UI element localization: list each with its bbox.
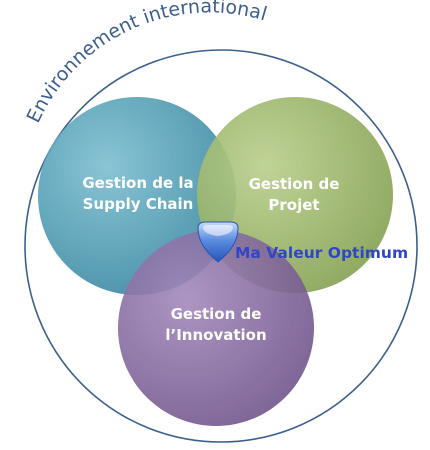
projet-label: Gestion de (249, 175, 340, 193)
supply-chain-label-line2: Supply Chain (83, 195, 194, 213)
innovation-label: Gestion de (171, 305, 262, 323)
projet-label-line2: Projet (268, 196, 319, 214)
center-value-label: Ma Valeur Optimum (235, 244, 408, 262)
innovation-circle (118, 230, 314, 426)
outer-environment-circle (24, 49, 418, 443)
center-marker-highlight (203, 225, 233, 236)
supply-chain-label: Gestion de la (82, 174, 193, 192)
innovation-label-line2: l’Innovation (165, 326, 266, 344)
